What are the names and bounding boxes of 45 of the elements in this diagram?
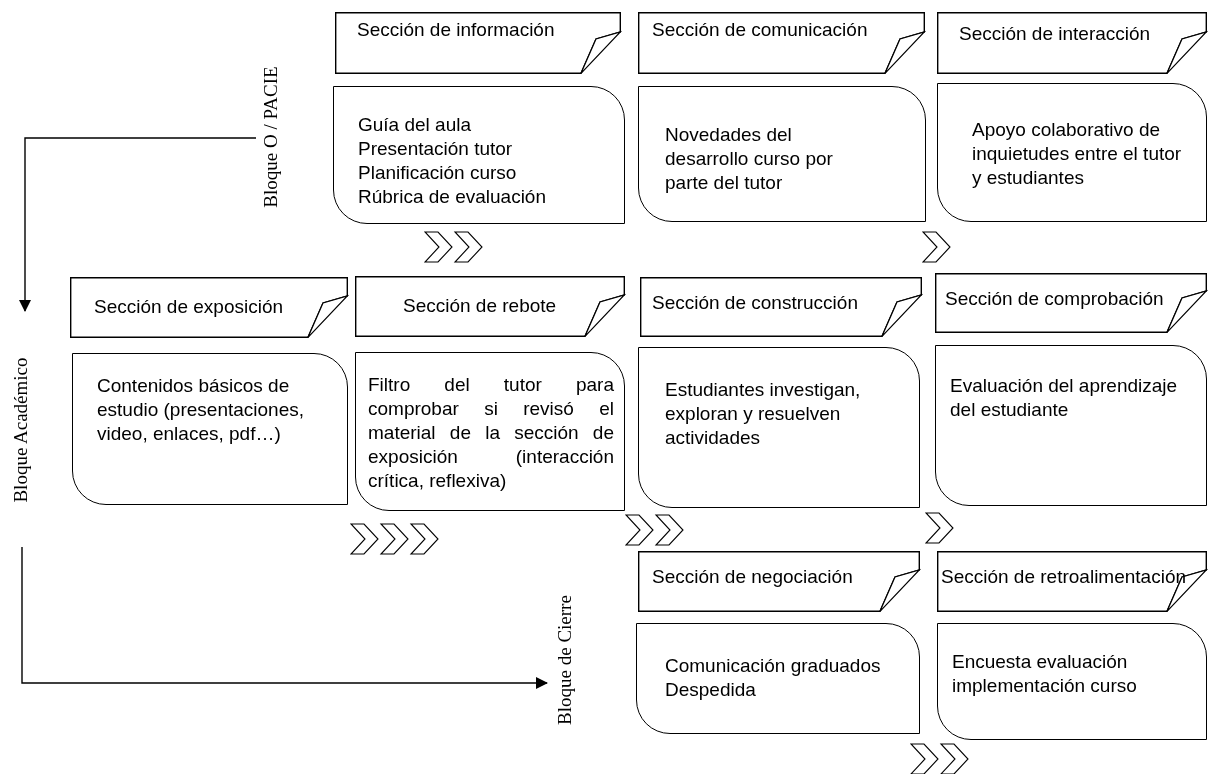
note-box — [937, 12, 1207, 74]
content-box — [72, 353, 348, 505]
content-box — [333, 86, 625, 224]
note-box — [70, 277, 348, 338]
content-box — [937, 623, 1207, 740]
content-box — [937, 83, 1207, 222]
content-box — [638, 347, 920, 508]
content-text: Estudiantes investigan, exploran y resuelven actividades — [665, 378, 862, 450]
content-text: Guía del aula — [358, 113, 473, 137]
section-title: Sección de retroalimentación — [941, 565, 1187, 589]
content-box — [636, 623, 920, 734]
arrow — [19, 137, 257, 312]
content-text: Apoyo colaborativo de inquietudes entre el tutor y estudiantes — [972, 118, 1183, 190]
content-text: Despedida — [665, 678, 757, 702]
section-title: Sección de información — [357, 18, 555, 42]
content-text: Presentación tutor — [358, 137, 514, 161]
note-box — [335, 12, 621, 74]
note-box — [355, 276, 625, 337]
section-title: Sección de rebote — [403, 294, 557, 318]
block-label: Bloque de Cierre — [551, 562, 577, 758]
note-box — [937, 551, 1207, 612]
section-title: Sección de exposición — [94, 295, 284, 319]
section-title: Sección de comunicación — [652, 18, 868, 42]
note-box — [640, 277, 922, 337]
section-title: Sección de construcción — [652, 291, 858, 315]
content-text: Planificación curso — [358, 161, 518, 185]
section-title: Sección de comprobación — [945, 287, 1164, 311]
content-box — [638, 86, 926, 222]
content-box — [355, 352, 625, 511]
block-label: Bloque Académico — [8, 315, 34, 545]
content-text: Novedades del desarrollo curso por parte del tutor — [665, 123, 834, 195]
content-text: Comunicación graduados — [665, 654, 882, 678]
content-box — [935, 345, 1207, 506]
section-title: Sección de interacción — [959, 22, 1151, 46]
note-box — [638, 551, 920, 612]
content-text: Encuesta evaluación implementación curso — [952, 650, 1138, 698]
content-text: Rúbrica de evaluación — [358, 185, 547, 209]
note-box — [935, 273, 1207, 333]
note-box — [638, 12, 925, 74]
content-text: Filtro del tutor para comprobar si revisó el material de la sección de exposición (interacción crítica, reflexiva) — [368, 373, 614, 493]
section-title: Sección de negociación — [652, 565, 853, 589]
content-text: Evaluación del aprendizaje del estudiante — [950, 374, 1179, 422]
arrow — [21, 546, 548, 689]
block-label: Bloque O / PACIE — [258, 52, 284, 222]
content-text: Contenidos básicos de estudio (presentaciones, video, enlaces, pdf…) — [97, 374, 305, 446]
